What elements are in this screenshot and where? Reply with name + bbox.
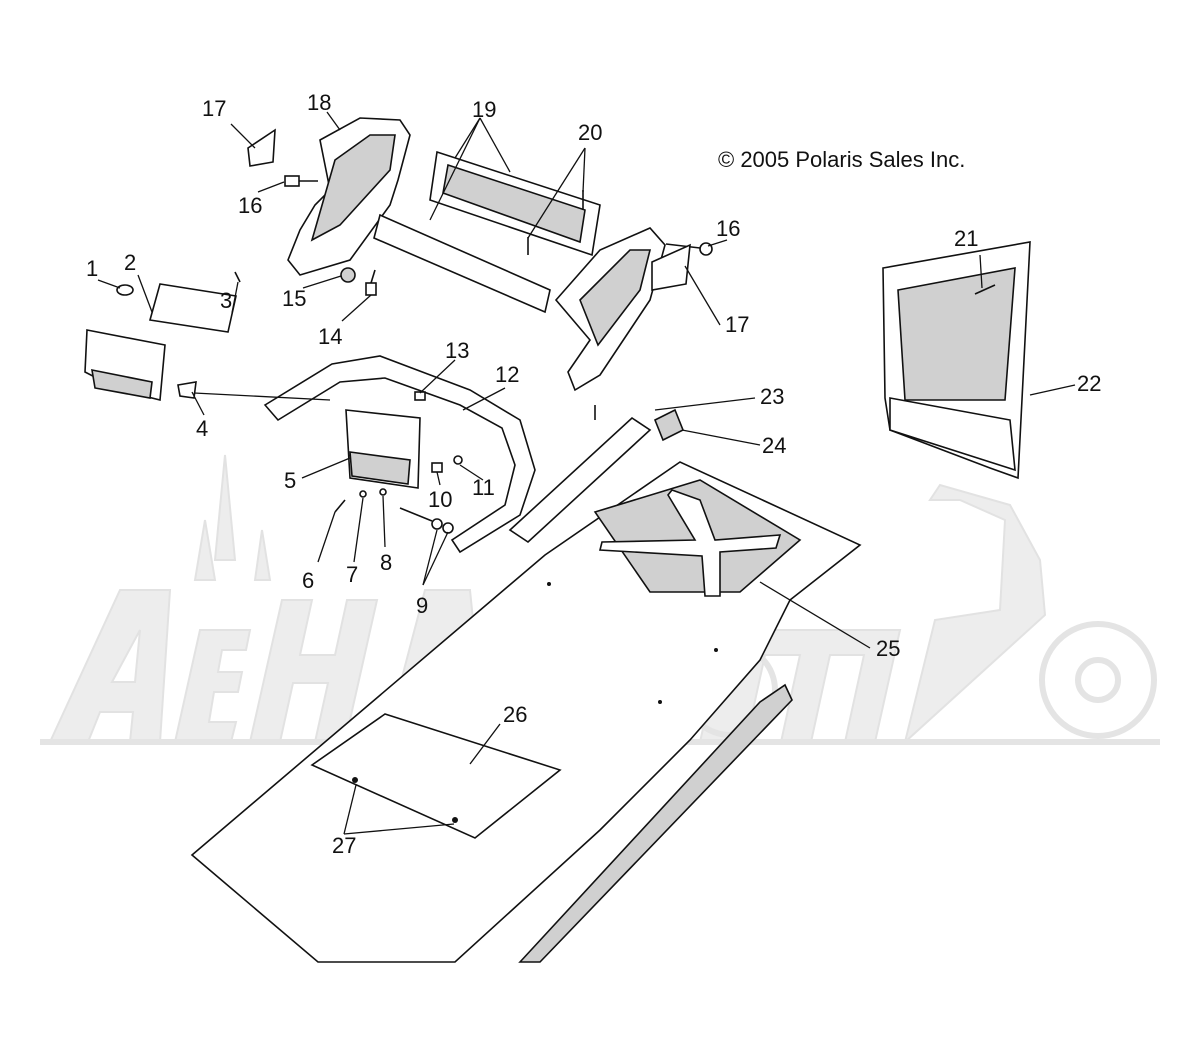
callout-22: 22 bbox=[1077, 371, 1101, 396]
bumper-12 bbox=[263, 355, 536, 554]
callout-17-right: 17 bbox=[725, 312, 749, 337]
callout-19: 19 bbox=[472, 97, 496, 122]
tunnel-rail-side bbox=[518, 683, 793, 963]
copyright-text: © 2005 Polaris Sales Inc. bbox=[718, 147, 965, 172]
decal-17-left bbox=[247, 128, 276, 167]
callout-1: 1 bbox=[86, 256, 98, 281]
callout-20: 20 bbox=[578, 120, 602, 145]
callout-11: 11 bbox=[472, 475, 495, 500]
bolt-9 bbox=[399, 507, 454, 534]
brace-23 bbox=[508, 416, 652, 544]
bulb-1 bbox=[116, 284, 134, 296]
callout-24: 24 bbox=[762, 433, 786, 458]
callout-16-left: 16 bbox=[238, 193, 262, 218]
callout-2: 2 bbox=[124, 250, 136, 275]
callout-17-left: 17 bbox=[202, 96, 226, 121]
snowflap-22-lower bbox=[889, 397, 1016, 472]
nut-8 bbox=[379, 488, 387, 496]
bolt-16-left bbox=[284, 175, 318, 187]
callout-12: 12 bbox=[495, 362, 519, 387]
tunnel-26 bbox=[310, 713, 562, 839]
taillight-5-face bbox=[349, 451, 411, 485]
callout-21: 21 bbox=[954, 226, 978, 251]
hole-c bbox=[658, 700, 662, 704]
clip-24 bbox=[653, 408, 685, 442]
callout-27: 27 bbox=[332, 833, 356, 858]
hole-b bbox=[714, 648, 718, 652]
callout-18: 18 bbox=[307, 90, 331, 115]
callout-26: 26 bbox=[503, 702, 527, 727]
callout-3: 3 bbox=[220, 288, 232, 313]
washer-7 bbox=[359, 490, 367, 498]
callout-6: 6 bbox=[302, 568, 314, 593]
callout-13: 13 bbox=[445, 338, 469, 363]
callout-4: 4 bbox=[196, 416, 208, 441]
snowflap-22-ribs bbox=[897, 267, 1016, 401]
bolt-14 bbox=[365, 269, 377, 296]
callout-15: 15 bbox=[282, 286, 306, 311]
screw-6 bbox=[334, 499, 346, 513]
callout-23: 23 bbox=[760, 384, 784, 409]
rail-19-lower bbox=[373, 213, 551, 314]
grab-handle-left-inner bbox=[310, 134, 396, 242]
callout-8: 8 bbox=[380, 550, 392, 575]
bolt-13 bbox=[414, 391, 426, 401]
callout-16-right: 16 bbox=[716, 216, 740, 241]
rail-19-upper-slots bbox=[442, 163, 586, 244]
lens-2 bbox=[148, 283, 237, 333]
tunnel-cross bbox=[598, 489, 782, 597]
callout-10: 10 bbox=[428, 487, 452, 512]
callout-labels: 1 2 3 4 5 6 7 8 9 10 11 12 13 14 15 16 1… bbox=[86, 90, 1101, 858]
bolt-10 bbox=[431, 462, 443, 473]
clip-4 bbox=[177, 381, 197, 399]
taillight-housing-left-face bbox=[91, 368, 153, 399]
hole-27b bbox=[452, 817, 458, 823]
callout-14: 14 bbox=[318, 324, 342, 349]
leader-lines bbox=[97, 111, 1076, 835]
hole-27a bbox=[352, 777, 358, 783]
screw-21 bbox=[974, 284, 996, 295]
callout-25: 25 bbox=[876, 636, 900, 661]
nut-11 bbox=[453, 455, 463, 465]
washer-15 bbox=[340, 267, 356, 283]
decal-17-right bbox=[651, 243, 691, 291]
callout-9: 9 bbox=[416, 593, 428, 618]
hole-a bbox=[547, 582, 551, 586]
grab-handle-right-inner bbox=[579, 249, 652, 347]
screw-3 bbox=[234, 271, 241, 283]
callout-7: 7 bbox=[346, 562, 358, 587]
callout-5: 5 bbox=[284, 468, 296, 493]
